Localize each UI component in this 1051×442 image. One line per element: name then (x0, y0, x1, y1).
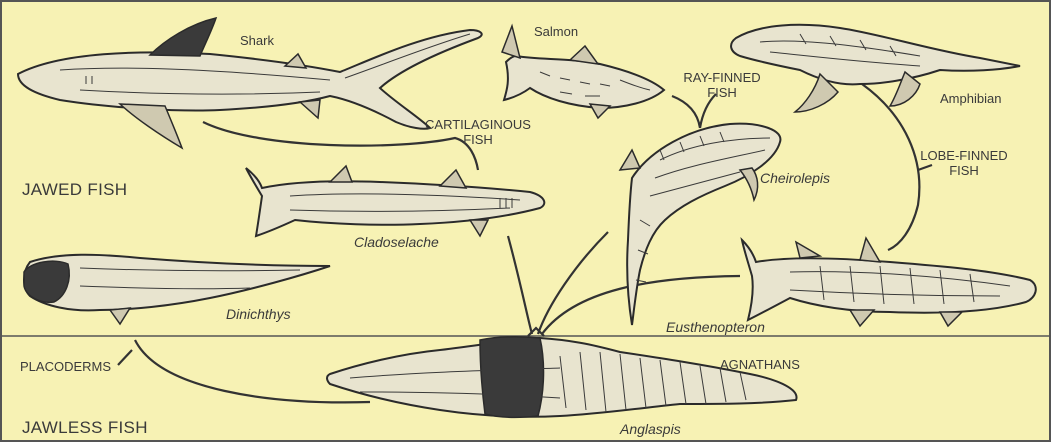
cladoselache-drawing (246, 166, 544, 236)
cartilaginous-label-line1: CARTILAGINOUS (418, 117, 538, 132)
cladoselache-to-root-line (508, 236, 532, 334)
eusthenopteron-label: Eusthenopteron (666, 319, 765, 335)
salmon-label: Salmon (534, 24, 578, 39)
cladoselache-label: Cladoselache (354, 234, 439, 250)
salmon-to-rayfinned-line (672, 96, 700, 128)
cartilaginous-label-line2: FISH (418, 132, 538, 147)
jawless-fish-label: JAWLESS FISH (22, 418, 148, 438)
amphibian-label: Amphibian (940, 91, 1001, 106)
anglaspis-drawing (327, 337, 797, 418)
amphibian-to-lobefinned-line (862, 84, 919, 250)
cheirolepis-to-root-line (538, 232, 608, 334)
lobe-finned-fish-label: LOBE-FINNED FISH (914, 148, 1014, 178)
lobe-finned-label-line1: LOBE-FINNED (914, 148, 1014, 163)
cartilaginous-fish-label: CARTILAGINOUS FISH (418, 117, 538, 147)
cheirolepis-label: Cheirolepis (760, 170, 830, 186)
salmon-drawing (502, 26, 664, 118)
placoderms-label: PLACODERMS (20, 359, 111, 374)
dinichthys-label: Dinichthys (226, 306, 291, 322)
ray-finned-label-line2: FISH (676, 85, 768, 100)
agnathans-label: AGNATHANS (720, 357, 800, 372)
ray-finned-label-line1: RAY-FINNED (676, 70, 768, 85)
placoderms-to-root-line (135, 340, 370, 402)
ray-finned-fish-label: RAY-FINNED FISH (676, 70, 768, 100)
lobe-finned-label-line2: FISH (914, 163, 1014, 178)
anglaspis-label: Anglaspis (620, 421, 681, 437)
shark-label: Shark (240, 33, 274, 48)
placoderms-pointer-line (118, 350, 132, 365)
eusthenopteron-drawing (742, 238, 1036, 326)
jawed-fish-label: JAWED FISH (22, 180, 127, 200)
